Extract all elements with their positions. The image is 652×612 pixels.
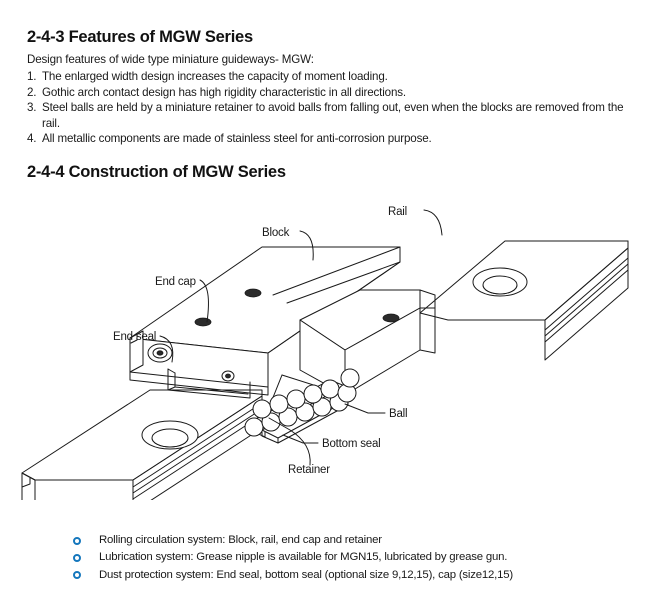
callout-label-end-seal: End seal [113, 331, 156, 343]
list-item-text: The enlarged width design increases the … [42, 70, 388, 83]
features-list: 1. The enlarged width design increases t… [27, 69, 635, 147]
callout-rail: Rail [388, 206, 443, 236]
list-item-number: 3. [27, 101, 37, 115]
callout-label-block: Block [262, 227, 290, 239]
open-circle-icon [73, 536, 81, 545]
list-item: Lubrication system: Grease nipple is ava… [72, 549, 632, 566]
callout-end-seal: End seal [113, 331, 174, 363]
list-item: 1. The enlarged width design increases t… [27, 69, 635, 85]
callout-label-ball: Ball [389, 408, 407, 420]
list-item-text: Rolling circulation system: Block, rail,… [99, 534, 382, 546]
block-part [129, 246, 436, 399]
open-circle-icon [73, 553, 81, 562]
callout-label-bottom-seal: Bottom seal [322, 438, 381, 450]
list-item: Dust protection system: End seal, bottom… [72, 567, 632, 584]
list-item-text: Dust protection system: End seal, bottom… [99, 568, 513, 581]
section-243-intro: Design features of wide type miniature g… [27, 53, 314, 66]
ball-chain [244, 368, 360, 437]
list-item: 3. Steel balls are held by a miniature r… [27, 100, 635, 131]
callout-block: Block [262, 227, 314, 261]
callout-label-rail: Rail [388, 206, 407, 218]
callout-ball: Ball [344, 403, 408, 420]
list-item-number: 1. [27, 70, 37, 83]
open-circle-icon [73, 571, 81, 580]
list-item-number: 2. [27, 85, 37, 99]
list-item-text: Steel balls are held by a miniature reta… [42, 101, 624, 130]
list-item: 2. Gothic arch contact design has high r… [27, 85, 635, 101]
list-item: 4. All metallic components are made of s… [27, 131, 635, 147]
end-seal-part [167, 368, 251, 399]
list-item-text: Gothic arch contact design has high rigi… [42, 85, 406, 99]
list-item: Rolling circulation system: Block, rail,… [72, 532, 632, 549]
list-item-number: 4. [27, 132, 37, 146]
section-244-heading: 2-4-4 Construction of MGW Series [27, 163, 286, 181]
end-cap-part [129, 330, 235, 382]
construction-diagram: Rail Block End cap End seal Ball Bottom … [0, 190, 652, 500]
callout-bottom-seal: Bottom seal [282, 434, 381, 450]
list-item-text: All metallic components are made of stai… [42, 132, 432, 146]
callout-label-end-cap: End cap [155, 276, 196, 288]
list-item-text: Lubrication system: Grease nipple is ava… [99, 551, 508, 564]
callout-retainer: Retainer [268, 417, 330, 476]
callout-label-retainer: Retainer [288, 464, 330, 476]
construction-bullet-list: Rolling circulation system: Block, rail,… [72, 532, 632, 584]
section-243-heading: 2-4-3 Features of MGW Series [27, 28, 253, 46]
callout-end-cap: End cap [155, 276, 209, 323]
